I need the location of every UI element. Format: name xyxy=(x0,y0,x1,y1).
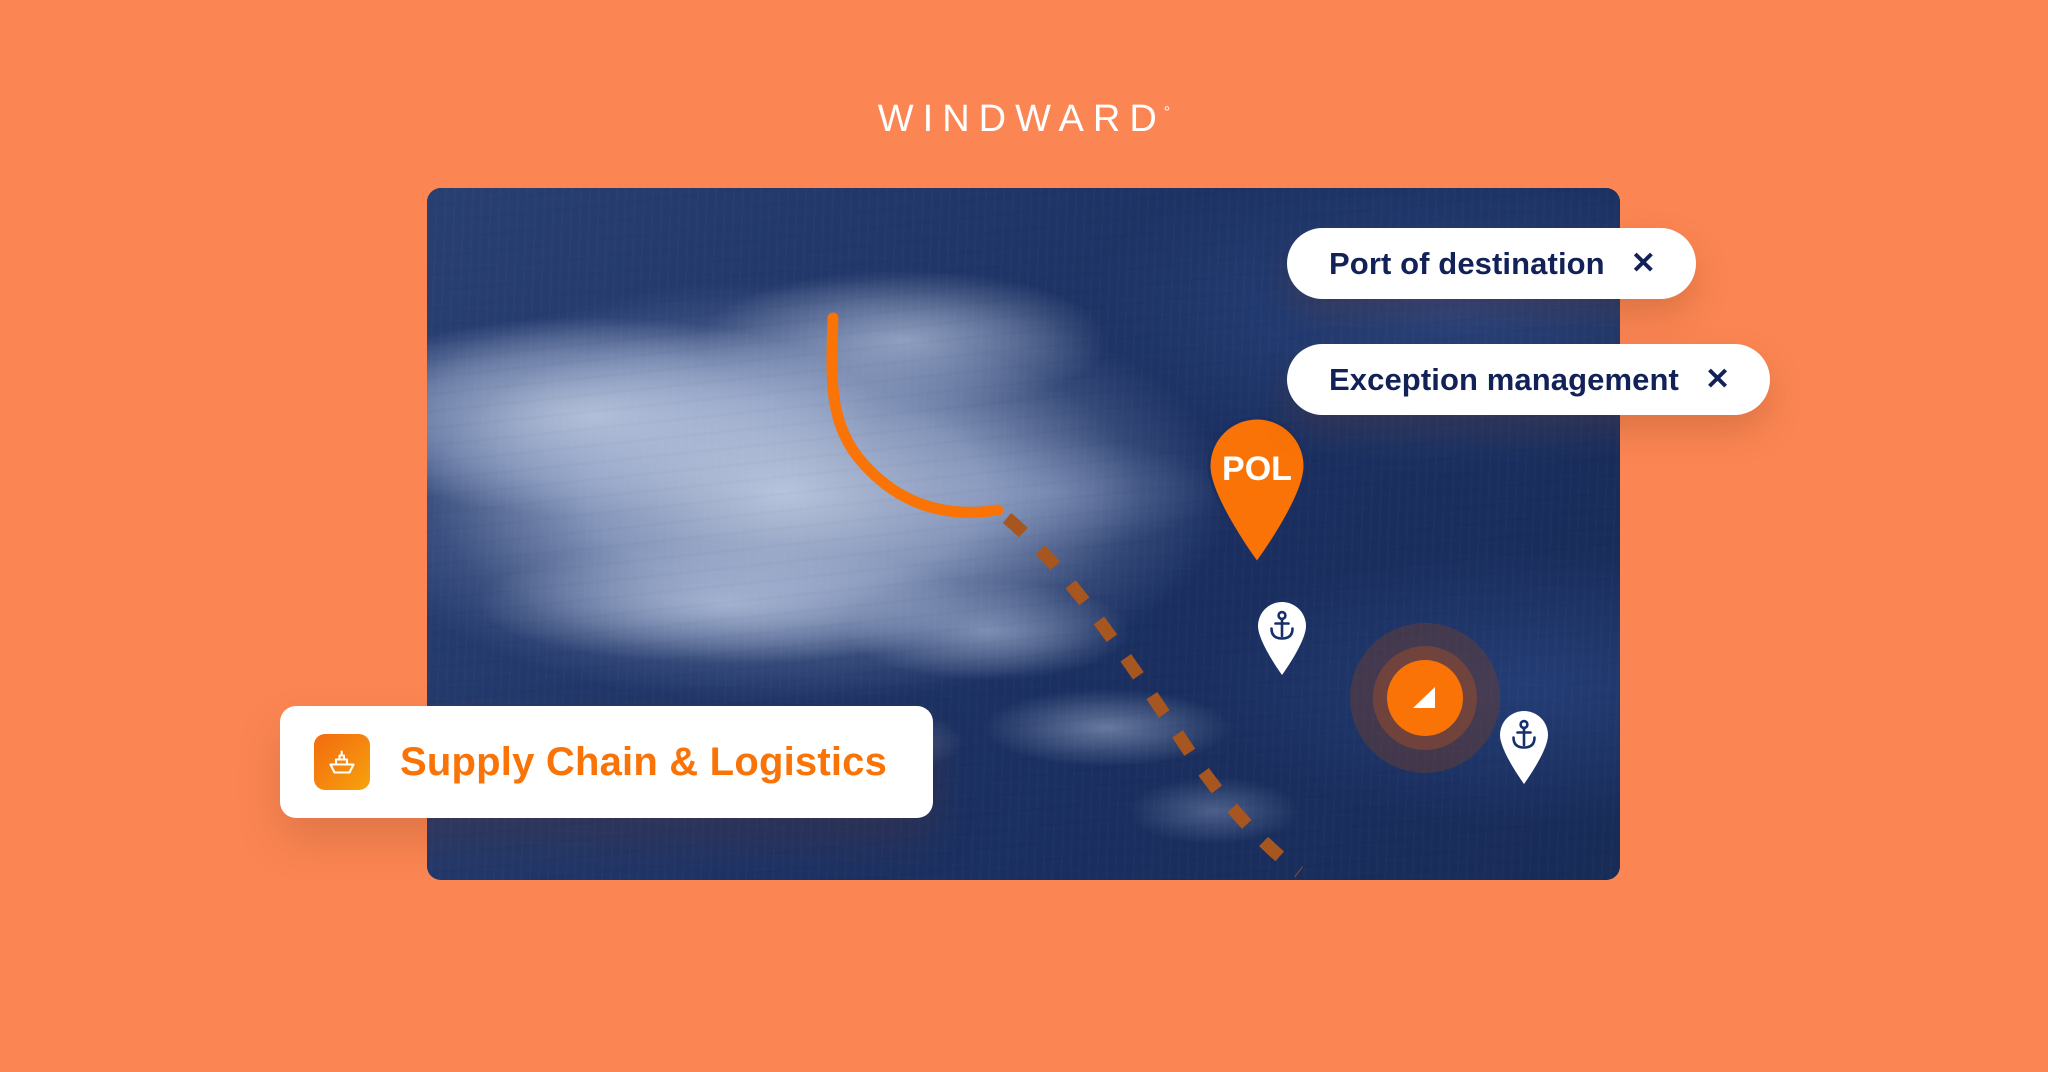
map-satellite-imagery xyxy=(427,188,1620,880)
close-icon[interactable]: ✕ xyxy=(1630,246,1656,280)
close-icon[interactable]: ✕ xyxy=(1704,362,1731,396)
route-predicted xyxy=(1002,513,1303,878)
category-card-label: Supply Chain & Logistics xyxy=(400,740,888,784)
filter-pill-label: Exception management xyxy=(1329,362,1679,397)
brand-trademark-icon: ° xyxy=(1163,103,1171,121)
anchor-pin-icon xyxy=(1258,602,1306,675)
voyage-route xyxy=(826,312,1303,878)
cargo-ship-icon xyxy=(314,734,370,790)
vessel-dot[interactable] xyxy=(1387,660,1463,736)
filter-pill-label: Port of destination xyxy=(1329,246,1605,281)
pin-shape-icon xyxy=(1207,416,1307,566)
route-travelled xyxy=(826,312,1004,518)
filter-pill-port-of-destination[interactable]: Port of destination ✕ xyxy=(1287,228,1696,299)
marker-pol[interactable]: POL xyxy=(1205,416,1309,566)
marker-anchor-2[interactable] xyxy=(1498,710,1550,786)
category-card-supply-chain-logistics[interactable]: Supply Chain & Logistics xyxy=(280,706,934,818)
marker-vessel[interactable] xyxy=(1335,608,1515,788)
cargo-ship-glyph-icon xyxy=(329,750,355,774)
anchor-pin-icon xyxy=(1500,711,1548,784)
brand-logo-text: WINDWARD xyxy=(877,98,1166,140)
vessel-heading-icon xyxy=(1413,687,1435,708)
marker-anchor-1[interactable] xyxy=(1256,601,1308,677)
filter-pill-exception-management[interactable]: Exception management ✕ xyxy=(1287,344,1771,415)
brand-logo: WINDWARD° xyxy=(0,100,2048,138)
